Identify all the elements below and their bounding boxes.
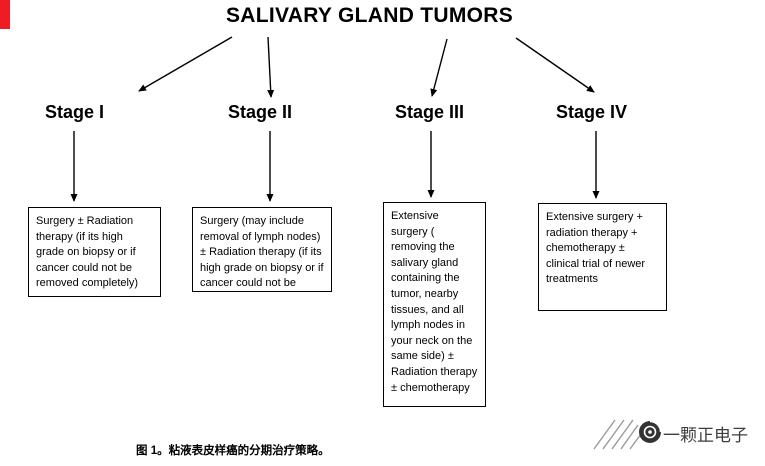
stage-2-label: Stage II xyxy=(228,102,293,122)
stage-3-label: Stage III xyxy=(395,102,465,122)
stage-3-treatment-box: Extensive surgery ( removing the salivar… xyxy=(383,202,486,407)
arrow-title-to-stage-1 xyxy=(138,36,233,92)
arrow-title-to-stage-3 xyxy=(430,38,448,97)
diagram-title: SALIVARY GLAND TUMORS xyxy=(226,4,514,27)
stage-4-label: Stage IV xyxy=(556,102,628,122)
arrow-title-to-stage-4 xyxy=(515,37,595,93)
watermark-logo xyxy=(639,420,662,443)
watermark-hatch-lines xyxy=(593,419,642,450)
figure-caption-label: 图 1。 xyxy=(136,445,169,457)
arrow-title-to-stage-2 xyxy=(267,36,275,98)
stage-1-treatment-box: Surgery ± Radiation therapy (if its high… xyxy=(28,207,161,297)
figure-caption-text: 粘液表皮样癌的分期治疗策略。 xyxy=(168,445,330,457)
stage-2-treatment-box: Surgery (may include removal of lymph no… xyxy=(192,207,332,292)
stage-1-label: Stage I xyxy=(45,102,105,122)
watermark-brand-text: 一颗正电子 xyxy=(663,426,748,445)
stage-4-treatment-box: Extensive surgery + radiation therapy + … xyxy=(538,203,667,311)
figure-caption: 图 1。粘液表皮样癌的分期治疗策略。 xyxy=(136,442,330,458)
red-accent-bar xyxy=(0,0,10,29)
